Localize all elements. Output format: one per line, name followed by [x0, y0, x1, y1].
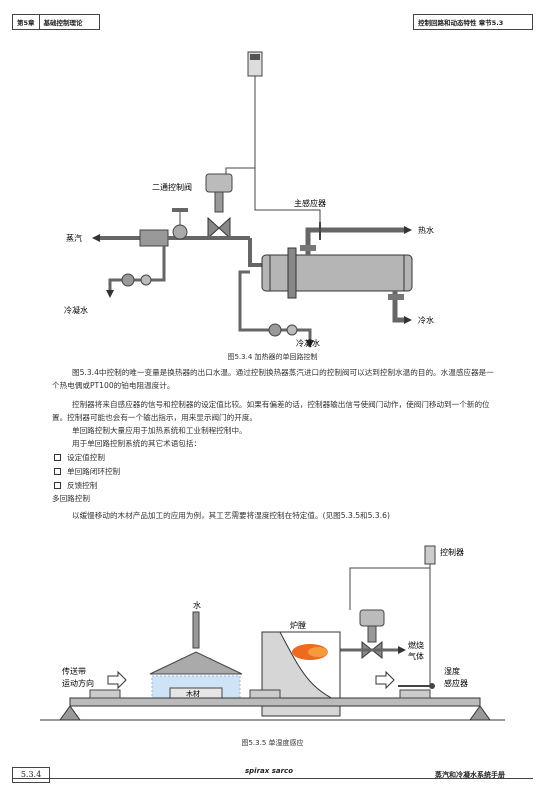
label-hot-water: 热水: [418, 225, 434, 235]
strainer: [139, 229, 169, 247]
signal-wire-sensor: [254, 168, 321, 222]
figure-5-3-4-caption: 图5.3.4 加热器的单回路控制: [227, 353, 318, 361]
valve-stem: [214, 191, 224, 213]
condensate-pipe: [238, 270, 312, 340]
label-wood: 木材: [186, 689, 200, 698]
heat-exchanger-diagram: 二通控制阀 主感应器 蒸汽 热水 冷凝水 冷凝水 冷水: [64, 51, 434, 348]
label-conveyor-1: 传送带: [62, 666, 86, 676]
chapter-number: 第5章: [17, 15, 40, 29]
label-burner-gas-1: 燃烧: [408, 640, 424, 650]
cold-water-pipe: [392, 291, 404, 323]
paragraph-3: 单回路控制大量应用于加热系统和工业制程控制中。: [72, 426, 247, 435]
header-left: 第5章 基础控制理论: [12, 14, 100, 30]
label-cold-water: 冷水: [418, 315, 434, 325]
checkbox-icon: [54, 467, 61, 475]
label-steam: 蒸汽: [66, 233, 82, 243]
figure-5-3-5-caption: 图5.3.5 单湿度感应: [241, 739, 304, 747]
label-humidity-1: 湿度: [444, 666, 460, 676]
label-controller: 控制器: [440, 547, 464, 557]
cold-water-arrow-icon: [404, 316, 412, 324]
kiln-diagram: 控制器 燃烧 气体 炉膛 水 木材 传送带 运动方向 湿度 感应器: [40, 545, 505, 721]
label-condensate-left: 冷凝水: [64, 305, 88, 315]
arrow-right-icon: [107, 670, 127, 690]
heat-exchanger-shell: [261, 254, 413, 292]
footer-rule: [12, 778, 533, 779]
label-burner-gas-2: 气体: [408, 651, 424, 661]
label-water: 水: [193, 600, 201, 610]
label-conveyor-2: 运动方向: [62, 678, 94, 688]
spray-hood: [149, 651, 243, 675]
condensate-arrow-left-icon: [106, 290, 114, 298]
label-kiln: 炉膛: [290, 620, 306, 630]
paragraph-5: 以缓慢移动的木材产品加工的应用为例，其工艺需要将湿度控制在特定值。(见图5.3.…: [72, 511, 390, 520]
water-pipe: [192, 611, 200, 649]
isolation-valve-icon: [172, 224, 188, 240]
controller-box: [424, 545, 436, 565]
checkbox-icon: [54, 481, 61, 489]
steam-arrow-icon: [92, 234, 100, 242]
label-humidity-2: 感应器: [444, 678, 468, 688]
steam-trap-bottom: [268, 323, 282, 337]
label-valve: 二通控制阀: [152, 182, 192, 192]
paragraph-4: 用于单回路控制系统的其它术语包括：: [72, 439, 202, 448]
checkbox-icon: [54, 453, 61, 461]
brand-logo: spirax sarco: [245, 767, 294, 775]
subheading: 多回路控制: [52, 494, 90, 503]
label-condensate-bottom: 冷凝水: [296, 338, 320, 348]
list-item: 单回路闭环控制: [52, 464, 497, 478]
chapter-title: 基础控制理论: [43, 19, 83, 27]
signal-wire-valve: [225, 76, 256, 182]
control-valve-body: [207, 216, 220, 240]
signal-wire-valve: [349, 567, 430, 610]
paragraph-2: 控制器将来自感应器的信号和控制器的设定值比较。如果有偏差的话，控制器输出信号使阀…: [52, 400, 490, 422]
label-sensor: 主感应器: [294, 198, 326, 208]
gas-arrow-icon: [398, 646, 406, 654]
controller-display: [250, 54, 260, 60]
list-item: 反馈控制: [52, 478, 497, 492]
paragraph-1: 图5.3.4中控制的唯一变量是换热器的出口水温。通过控制换热器蒸汽进口的控制阀可…: [52, 368, 494, 390]
conveyor-belt: [69, 697, 481, 707]
body-text: 图5.3.4中控制的唯一变量是换热器的出口水温。通过控制换热器蒸汽进口的控制阀可…: [52, 366, 497, 522]
list-item: 设定值控制: [52, 450, 497, 464]
hot-water-pipe: [305, 227, 404, 255]
steam-trap-left: [121, 273, 135, 287]
valve-actuator: [205, 173, 233, 193]
arrow-right-icon: [375, 670, 395, 690]
valve-actuator: [359, 609, 385, 627]
condensate-arrow-bottom-icon: [306, 340, 314, 348]
book-title: 蒸汽和冷凝水系统手册: [435, 771, 505, 779]
header-right-title: 控制回路和动态特性 章节5.3: [413, 14, 533, 30]
page-number: 5.3.4: [12, 767, 50, 783]
hot-water-arrow-icon: [404, 226, 412, 234]
